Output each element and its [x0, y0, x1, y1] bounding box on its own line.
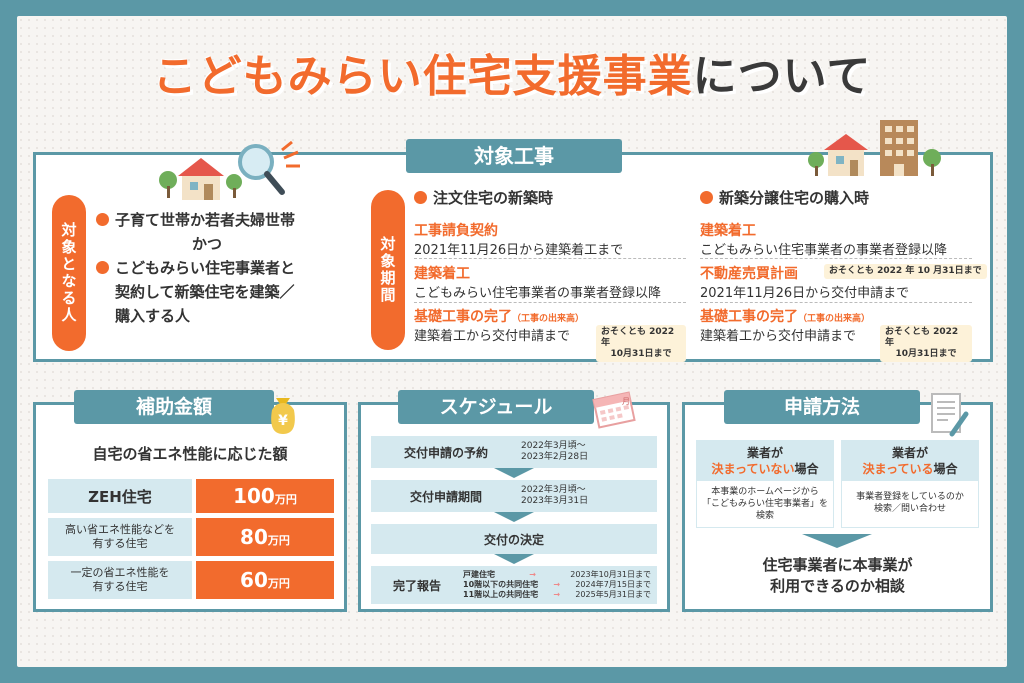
- col1-s1-text: 2021年11月26日から建築着工まで: [414, 243, 624, 258]
- svg-text:¥: ¥: [278, 413, 288, 429]
- schedule-step-label: 交付申請の予約: [403, 445, 488, 460]
- arrow-down: [494, 512, 534, 522]
- who-list: 子育て世帯か若者夫婦世帯 かつ こどもみらい住宅事業者と 契約して新築住宅を建築…: [96, 208, 358, 328]
- divider: [414, 258, 686, 259]
- schedule-step-dates: 2022年3月頃〜2023年3月31日: [521, 485, 589, 506]
- schedule-step: 交付申請の予約 2022年3月頃〜2023年2月28日: [371, 436, 657, 468]
- col2-s2-text: 2021年11月26日から交付申請まで: [700, 286, 910, 301]
- schedule-step-label: 交付の決定: [483, 532, 544, 547]
- magnifier-icon: [238, 140, 300, 195]
- arrow-down: [494, 468, 534, 478]
- subsidy-label: 一定の省エネ性能を有する住宅: [48, 561, 192, 599]
- apply-right-header: 業者が 決まっている場合: [842, 441, 978, 481]
- apply-left-text: 本事業のホームページから「こどもみらい住宅事業者」を検索: [701, 487, 828, 521]
- document-pen-icon: [931, 393, 969, 437]
- schedule-final-items: 戸建住宅→2023年10月31日まで 10階以下の共同住宅→2024年7月15日…: [463, 570, 651, 599]
- apply-right-text: 事業者登録をしているのか検索／問い合わせ: [856, 492, 964, 514]
- schedule-final-label: 完了報告: [392, 578, 441, 593]
- col2-s2-note: おそくとも 2022 年 10 月31日まで: [824, 264, 987, 279]
- apply-arrow: [802, 534, 872, 548]
- target-tab: 対象工事: [406, 139, 622, 173]
- who-item-2: こどもみらい住宅事業者と: [115, 259, 296, 277]
- apply-left-box: 業者が 決まっていない場合 本事業のホームページから「こどもみらい住宅事業者」を…: [696, 440, 834, 528]
- schedule-step: 交付申請期間 2022年3月頃〜2023年3月31日: [371, 480, 657, 512]
- who-item-3: 契約して新築住宅を建築／: [115, 283, 295, 301]
- title-main: こどもみらい住宅支援事業: [152, 51, 693, 102]
- apply-result: 住宅事業者に本事業が利用できるのか相談: [762, 556, 913, 595]
- divider: [700, 258, 972, 259]
- calendar-icon: [592, 391, 636, 429]
- col2-heading: 新築分譲住宅の購入時: [700, 187, 869, 208]
- col1-s3-text: 建築着工から交付申請まで: [414, 329, 571, 344]
- house-icon: [159, 158, 242, 200]
- subsidy-tab: 補助金額: [74, 390, 274, 424]
- arrow-down: [494, 554, 534, 564]
- calendar-label: 月: [622, 397, 630, 406]
- divider: [700, 302, 972, 303]
- apply-right-box: 業者が 決まっている場合 事業者登録をしているのか検索／問い合わせ: [841, 440, 979, 528]
- col2-s1-text: こどもみらい住宅事業者の事業者登録以降: [700, 243, 948, 258]
- col1-s2-text: こどもみらい住宅事業者の事業者登録以降: [414, 286, 662, 301]
- subsidy-label: 高い省エネ性能などを有する住宅: [48, 518, 192, 556]
- title-suffix: について: [692, 51, 872, 102]
- apply-tab: 申請方法: [724, 390, 920, 424]
- col1-heading: 注文住宅の新築時: [414, 187, 553, 208]
- col1-s2-title: 建築着工: [414, 266, 470, 282]
- col2-s3-text: 建築着工から交付申請まで: [700, 329, 857, 344]
- schedule-final: 完了報告 戸建住宅→2023年10月31日まで 10階以下の共同住宅→2024年…: [371, 566, 657, 604]
- col1-s1-title: 工事請負契約: [414, 223, 498, 239]
- schedule-tab: スケジュール: [398, 390, 594, 424]
- schedule-step-label: 交付申請期間: [409, 489, 482, 504]
- col2-s2-title: 不動産売買計画: [700, 266, 798, 282]
- schedule-step-dates: 2022年3月頃〜2023年2月28日: [521, 441, 589, 462]
- col2-s1-title: 建築着工: [700, 223, 756, 239]
- col2-s3-title: 基礎工事の完了（工事の出来高）: [700, 309, 871, 325]
- buildings-icon: [808, 120, 941, 176]
- who-item-4: 購入する人: [115, 307, 191, 325]
- who-item-1: 子育て世帯か若者夫婦世帯: [115, 211, 296, 229]
- subsidy-heading: 自宅の省エネ性能に応じた額: [92, 445, 288, 463]
- schedule-step: 交付の決定: [371, 524, 657, 554]
- subsidy-label: ZEH住宅: [48, 479, 192, 513]
- money-bag-icon: ¥: [271, 398, 295, 434]
- who-item-and: かつ: [191, 235, 222, 253]
- period-label: 対象期間: [371, 190, 405, 350]
- page-title: こどもみらい住宅支援事業について: [0, 40, 1024, 104]
- who-label: 対象となる人: [52, 195, 86, 351]
- divider: [414, 302, 686, 303]
- col1-s3-title: 基礎工事の完了（工事の出来高）: [414, 309, 585, 325]
- apply-left-header: 業者が 決まっていない場合: [697, 441, 833, 481]
